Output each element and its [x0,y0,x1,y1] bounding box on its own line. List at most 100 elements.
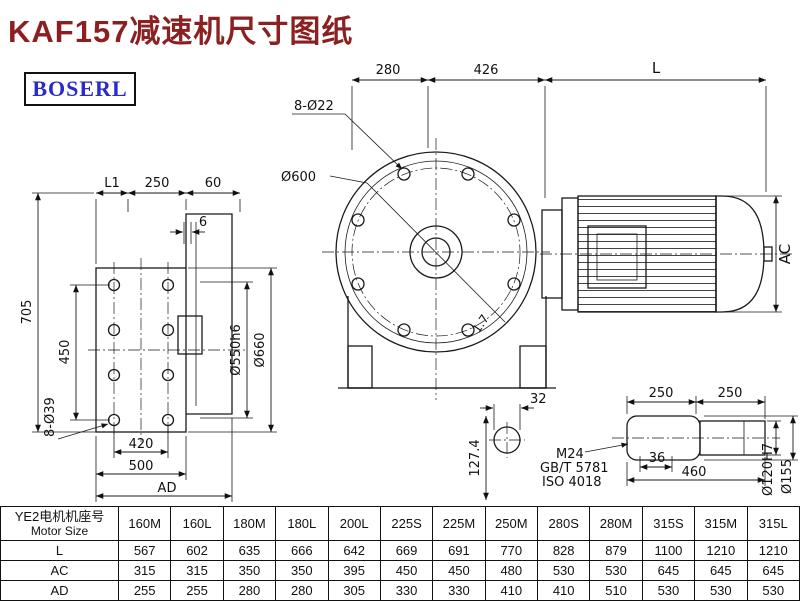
cell: 1210 [746,540,800,561]
column-header: 315M [694,506,748,541]
bolt-callout-left-label: 8-Ø39 [43,397,58,437]
row-label: L [0,540,119,561]
cell: 635 [222,540,277,561]
dim-550h6: Ø550h6 [229,324,244,376]
cell: 280 [222,580,277,601]
dim-250: 250 [145,176,170,191]
column-header: 225M [432,506,486,541]
cell: 530 [589,560,643,581]
cell: 350 [275,560,329,581]
header-cn: YE2电机机座号 [14,508,105,524]
cell: 645 [641,560,696,581]
cell: 602 [170,540,224,561]
dim-705-group: 705 [20,192,96,433]
housing-side-profile [185,213,233,415]
column-header: 160L [170,506,224,541]
logo-text: BOSERL [32,76,128,101]
dim-L1: L1 [104,176,120,191]
angle-annotation: 1.7 [470,312,492,336]
table-row-AC: AC 315 315 350 350 395 450 450 480 530 5… [0,560,800,581]
dim-120H7: Ø120H7 [761,443,776,496]
dim-L: L [652,59,661,77]
dim-AC: AC [776,244,794,264]
bolt-callout-leader [344,113,403,170]
cell: 450 [379,560,434,581]
diameter-diagonal [366,182,506,323]
cell: 669 [379,540,434,561]
cell: 410 [536,580,591,601]
bolt-callout-left: 8-Ø39 [43,397,109,440]
column-header: 250M [484,506,539,541]
motor [541,195,773,313]
column-header: 180M [222,506,277,541]
column-header: 225S [379,506,434,541]
dim-6: 6 [199,215,207,230]
dim-60: 60 [205,176,222,191]
output-hub-section [177,315,203,355]
dimension-table: YE2电机机座号 Motor Size 160M 160L 180M 180L … [0,506,800,601]
dim-127-4: 127.4 [468,439,483,476]
dim-AD: AD [158,481,177,496]
bolt-end-view: 32 127.4 [468,392,547,500]
cell: 305 [327,580,381,601]
column-header: 200L [327,506,381,541]
dim-705: 705 [20,300,35,325]
front-view: Ø600 8-Ø22 1.7 [281,59,794,400]
dim-32: 32 [530,392,547,407]
column-header: 315L [746,506,800,541]
cell: 480 [484,560,539,581]
shaft-bore-outer [409,225,463,279]
flange-bolt-holes [351,167,521,337]
diameter-leader [329,175,368,184]
dim-250-left: 250 [649,386,674,401]
dim-426: 426 [474,63,499,78]
row-label: AD [0,580,119,601]
cell: 510 [589,580,643,601]
cell: 770 [484,540,539,561]
flange-inner-circle [344,160,528,344]
dim-460: 460 [682,465,707,480]
housing-foot-right [519,345,547,389]
motor-size-header: YE2电机机座号 Motor Size [0,506,119,541]
cell: 530 [641,580,696,601]
cell: 315 [117,560,172,581]
cell: 450 [432,560,486,581]
cell: 1100 [641,540,696,561]
housing-foot-left [347,345,373,389]
cell: 1210 [694,540,748,561]
motor-height-dimension: AC [720,195,794,313]
left-bottom-dimensions: 420 500 AD [95,418,233,502]
dim-6-group: 6 [170,215,207,244]
terminal-box [587,225,647,289]
technical-drawing: Ø600 8-Ø22 1.7 [20,59,798,502]
column-header: 180L [275,506,329,541]
dim-250-right: 250 [718,386,743,401]
shaft-diameter-dimensions: Ø120H7 Ø155 [704,415,798,496]
cell: 691 [432,540,486,561]
cell: 642 [327,540,381,561]
shaft-bore-inner [421,237,451,267]
column-header: 315S [641,506,696,541]
plate-bolt-holes [107,278,175,427]
cell: 645 [694,560,748,581]
front-top-dimensions: 280 426 L [351,59,767,198]
diameter-label: Ø600 [281,170,316,185]
flange-diameter-dimensions: Ø550h6 Ø660 [188,267,277,433]
cell: 410 [484,580,539,601]
dim-500: 500 [129,459,154,474]
cell: 530 [746,580,800,601]
cell: 255 [170,580,224,601]
cell: 330 [379,580,434,601]
header-en: Motor Size [30,523,89,538]
bolt-circle [351,167,521,337]
motor-fins [578,196,716,312]
shaft-detail: 250 250 32 127.4 M24 GB/T 5781 [468,386,798,500]
column-header: 160M [117,506,172,541]
cell: 330 [432,580,486,601]
table-header-row: YE2电机机座号 Motor Size 160M 160L 180M 180L … [0,506,800,541]
page-title: KAF157减速机尺寸图纸 [8,14,354,49]
table-row-L: L 567 602 635 666 642 669 691 770 828 87… [0,540,800,561]
dim-450: 450 [58,340,73,365]
left-view: L1 250 60 6 705 [20,176,277,502]
dim-36: 36 [649,451,666,466]
